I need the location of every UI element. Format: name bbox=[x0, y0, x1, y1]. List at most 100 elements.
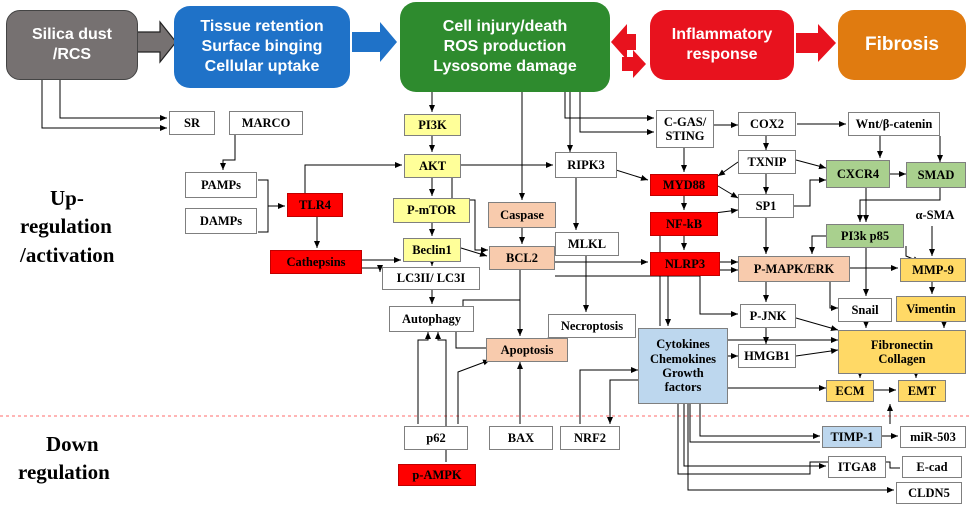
up-line1: Up- bbox=[50, 186, 84, 210]
arrow-inflammatory-injury bbox=[622, 50, 646, 78]
wire-txnip-myd88 bbox=[717, 161, 739, 177]
beclin1-node: Beclin1 bbox=[403, 238, 461, 262]
up-line2: regulation bbox=[20, 214, 112, 239]
nrf2-node: NRF2 bbox=[560, 426, 620, 450]
cytokines-line2: Chemokines bbox=[650, 351, 716, 366]
pamps-node: PAMPs bbox=[185, 172, 257, 198]
up-regulation-label: Up- regulation /activation bbox=[20, 184, 115, 269]
apoptosis-node: Apoptosis bbox=[486, 338, 568, 362]
wire-nrf2-cytokines bbox=[579, 367, 638, 424]
sr-node: SR bbox=[169, 111, 215, 135]
wire-hmgb1-fibronectin bbox=[795, 348, 839, 357]
ecm-node: ECM bbox=[826, 380, 874, 402]
snail-node: Snail bbox=[838, 298, 892, 322]
marco-node: MARCO bbox=[229, 111, 303, 135]
akt-node: AKT bbox=[404, 154, 461, 178]
wire-nlrp3-pjnk bbox=[699, 276, 738, 317]
autophagy-node: Autophagy bbox=[389, 306, 474, 332]
ecad-node: E-cad bbox=[902, 456, 962, 478]
arrow-inflammatory-fibrosis bbox=[796, 24, 836, 62]
fibronectin-line1: Fibronectin bbox=[870, 337, 934, 352]
myd88-node: MYD88 bbox=[650, 174, 718, 196]
wnt-node: Wnt/β-catenin bbox=[848, 112, 940, 136]
wire-p62-apoptosis bbox=[457, 359, 491, 424]
silica-dust-box: Silica dust/RCS bbox=[6, 10, 138, 80]
bcl2-node: BCL2 bbox=[489, 246, 555, 270]
fibronectin-line2: Collagen bbox=[878, 352, 926, 366]
necroptosis-node: Necroptosis bbox=[548, 314, 636, 338]
cgas-line1: C-GAS/ bbox=[663, 114, 707, 129]
injury-line3: Lysosome damage bbox=[433, 58, 577, 75]
wire-silica-sr bbox=[41, 78, 167, 131]
wire-pjnk-fibronectin bbox=[795, 317, 839, 331]
injury-line1: Cell injury/death bbox=[442, 18, 568, 35]
tissue-line3: Cellular uptake bbox=[204, 58, 320, 75]
fibrosis-label: Fibrosis bbox=[865, 34, 939, 56]
wire-sp1-cxcr4 bbox=[794, 177, 826, 207]
wire-pi3kp85-pmapk bbox=[809, 235, 826, 254]
down-line2: regulation bbox=[18, 460, 110, 485]
nfkb-node: NF-kB bbox=[650, 212, 718, 236]
wire-pampk-autophagy bbox=[435, 332, 447, 462]
pmapk-node: P-MAPK/ERK bbox=[738, 256, 850, 282]
arrow-silica-to-tissue bbox=[135, 20, 177, 64]
txnip-node: TXNIP bbox=[738, 150, 796, 174]
wire-injury-cgas bbox=[564, 92, 654, 121]
wire-cathepsins-lc3 bbox=[362, 265, 383, 272]
wire-silica-sr-2 bbox=[59, 78, 167, 121]
wire-cytokines-nrf2 bbox=[607, 379, 638, 424]
arrow-injury-inflammatory bbox=[611, 24, 636, 60]
silica-line1: Silica dust bbox=[31, 26, 113, 43]
tissue-line1: Tissue retention bbox=[200, 18, 324, 35]
inflammatory-line1: Inflammatory bbox=[671, 26, 773, 43]
mmp9-node: MMP-9 bbox=[900, 258, 966, 282]
arrow-tissue-to-injury bbox=[352, 22, 397, 62]
mir503-node: miR-503 bbox=[900, 426, 966, 448]
tlr4-node: TLR4 bbox=[287, 193, 343, 217]
asma-node: α-SMA bbox=[906, 204, 964, 226]
sp1-node: SP1 bbox=[738, 194, 794, 218]
wire-injury-cgas-2 bbox=[579, 92, 654, 135]
cytokines-line4: factors bbox=[664, 380, 702, 395]
vimentin-node: Vimentin bbox=[896, 296, 966, 322]
timp1-node: TIMP-1 bbox=[822, 426, 882, 448]
cytokines-line3: Growth bbox=[662, 366, 704, 380]
down-line1: Down bbox=[46, 432, 99, 456]
lc3-node: LC3II/ LC3I bbox=[382, 267, 480, 290]
bax-node: BAX bbox=[489, 426, 553, 450]
wire-cytokines-itga8 bbox=[683, 404, 826, 469]
wire-cytokines-cldn5 bbox=[687, 404, 894, 493]
itga8-node: ITGA8 bbox=[828, 456, 886, 478]
smad-node: SMAD bbox=[906, 162, 966, 188]
cxcr4-node: CXCR4 bbox=[826, 160, 890, 188]
tissue-line2: Surface binging bbox=[201, 38, 323, 55]
cgas-sting-node: C-GAS/STING bbox=[656, 110, 714, 148]
cgas-line2: STING bbox=[665, 129, 705, 143]
hmgb1-node: HMGB1 bbox=[738, 344, 796, 368]
wire-tlr4-akt bbox=[304, 162, 402, 194]
inflammatory-response-box: Inflammatory response bbox=[650, 10, 794, 80]
wire-pmapk-snail bbox=[829, 282, 838, 311]
pi3k-node: PI3K bbox=[404, 114, 461, 136]
wire-p62-autophagy bbox=[417, 332, 431, 424]
wire-cytokines-mir503 bbox=[689, 404, 820, 443]
pjnk-node: P-JNK bbox=[740, 304, 796, 328]
ripk3-node: RIPK3 bbox=[555, 152, 617, 178]
pmtor-node: P-mTOR bbox=[393, 198, 470, 223]
emt-node: EMT bbox=[898, 380, 946, 402]
wire-beclin-bcl2 bbox=[460, 247, 488, 257]
cox2-node: COX2 bbox=[738, 112, 796, 136]
fibrosis-box: Fibrosis bbox=[838, 10, 966, 80]
wire-smad-pi3kp85 bbox=[857, 186, 941, 222]
up-line3: /activation bbox=[20, 242, 115, 267]
inflammatory-line2: response bbox=[686, 46, 758, 63]
wire-cytokines-ecad bbox=[677, 404, 900, 475]
pi3k-p85-node: PI3k p85 bbox=[826, 224, 904, 248]
pampk-node: p-AMPK bbox=[398, 464, 476, 486]
